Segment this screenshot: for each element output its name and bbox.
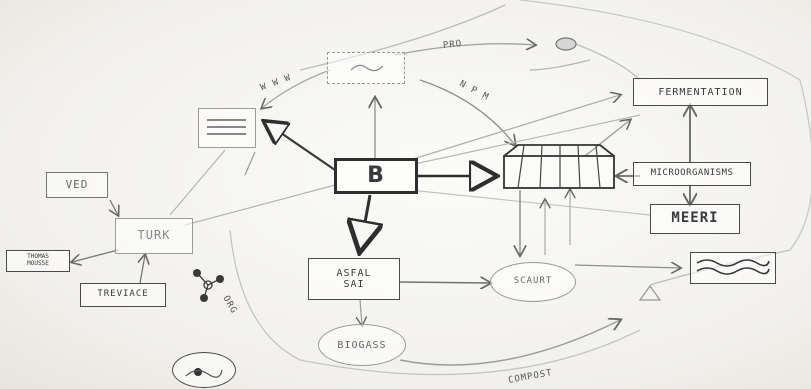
ved-node: VED <box>46 172 108 198</box>
biogass-node: BIOGASS <box>318 324 406 366</box>
meeri-node: MEERI <box>650 204 740 234</box>
turk-node: TURK <box>115 218 193 254</box>
greenhouse-icon <box>503 144 615 189</box>
asfal-node: ASFAL SAI <box>308 258 400 300</box>
hub-sketch-icon <box>350 64 384 72</box>
network-icon <box>193 269 224 302</box>
fermentation-node: FERMENTATION <box>633 78 768 106</box>
edge-label-pro: PRO <box>442 39 463 51</box>
scaurt-node: SCAURT <box>490 262 576 302</box>
microorganisms-node: MICROORGANISMS <box>633 162 751 186</box>
scribble-icon <box>185 368 223 378</box>
treviace-node: TREVIACE <box>80 283 166 307</box>
water-waves-icon <box>696 259 770 275</box>
device-lines-icon <box>207 119 246 135</box>
center-node: B <box>334 158 418 194</box>
blob-icon <box>555 37 577 51</box>
bottom-left-node <box>172 352 236 388</box>
left-small-node: THOMAS MOUSSE <box>6 250 70 272</box>
